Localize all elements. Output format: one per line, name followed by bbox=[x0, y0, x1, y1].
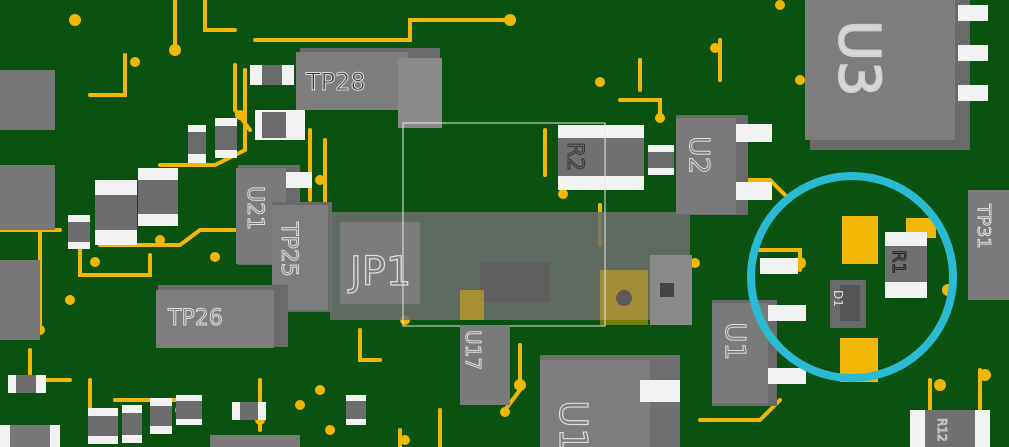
resistor-r2: R2 bbox=[558, 125, 674, 190]
label-r2: R2 bbox=[562, 142, 587, 171]
label-u3: U3 bbox=[826, 20, 891, 97]
ic-bottom: U1 bbox=[540, 355, 680, 447]
label-d1: D1 bbox=[831, 290, 845, 307]
left-edge-parts bbox=[0, 70, 55, 340]
label-tp31: TP31 bbox=[973, 203, 994, 249]
label-jp1: JP1 bbox=[347, 249, 411, 295]
testpoint-tp31: TP31 bbox=[968, 190, 1009, 300]
label-u2: U2 bbox=[683, 136, 716, 174]
testpoint-tp28: TP28 bbox=[296, 48, 442, 128]
label-tp25: TP25 bbox=[276, 221, 301, 277]
label-tp28: TP28 bbox=[305, 68, 366, 96]
jumper-jp1: JP1 bbox=[330, 212, 692, 325]
label-u21: U21 bbox=[242, 186, 267, 230]
label-u17: U17 bbox=[461, 330, 485, 370]
resistors-bottom-left bbox=[0, 375, 366, 447]
resistors-top-left bbox=[188, 65, 305, 163]
label-u-bottom: U1 bbox=[551, 400, 595, 447]
testpoint-tp26: TP26 bbox=[156, 285, 288, 348]
resistors-left bbox=[68, 168, 178, 249]
diode-d1[interactable]: D1 bbox=[830, 280, 866, 328]
ic-u3: U3 bbox=[805, 0, 988, 150]
ic-u17: U17 bbox=[460, 325, 510, 405]
label-r12: R12 bbox=[935, 418, 949, 442]
label-r1: R1 bbox=[888, 250, 909, 274]
label-tp26: TP26 bbox=[167, 306, 223, 331]
ic-u2: U2 bbox=[676, 115, 772, 215]
highlight-ring bbox=[747, 172, 957, 382]
resistor-r12: R12 bbox=[910, 410, 990, 447]
resistor-r1: R1 bbox=[885, 232, 927, 298]
label-u1: U1 bbox=[719, 322, 752, 360]
